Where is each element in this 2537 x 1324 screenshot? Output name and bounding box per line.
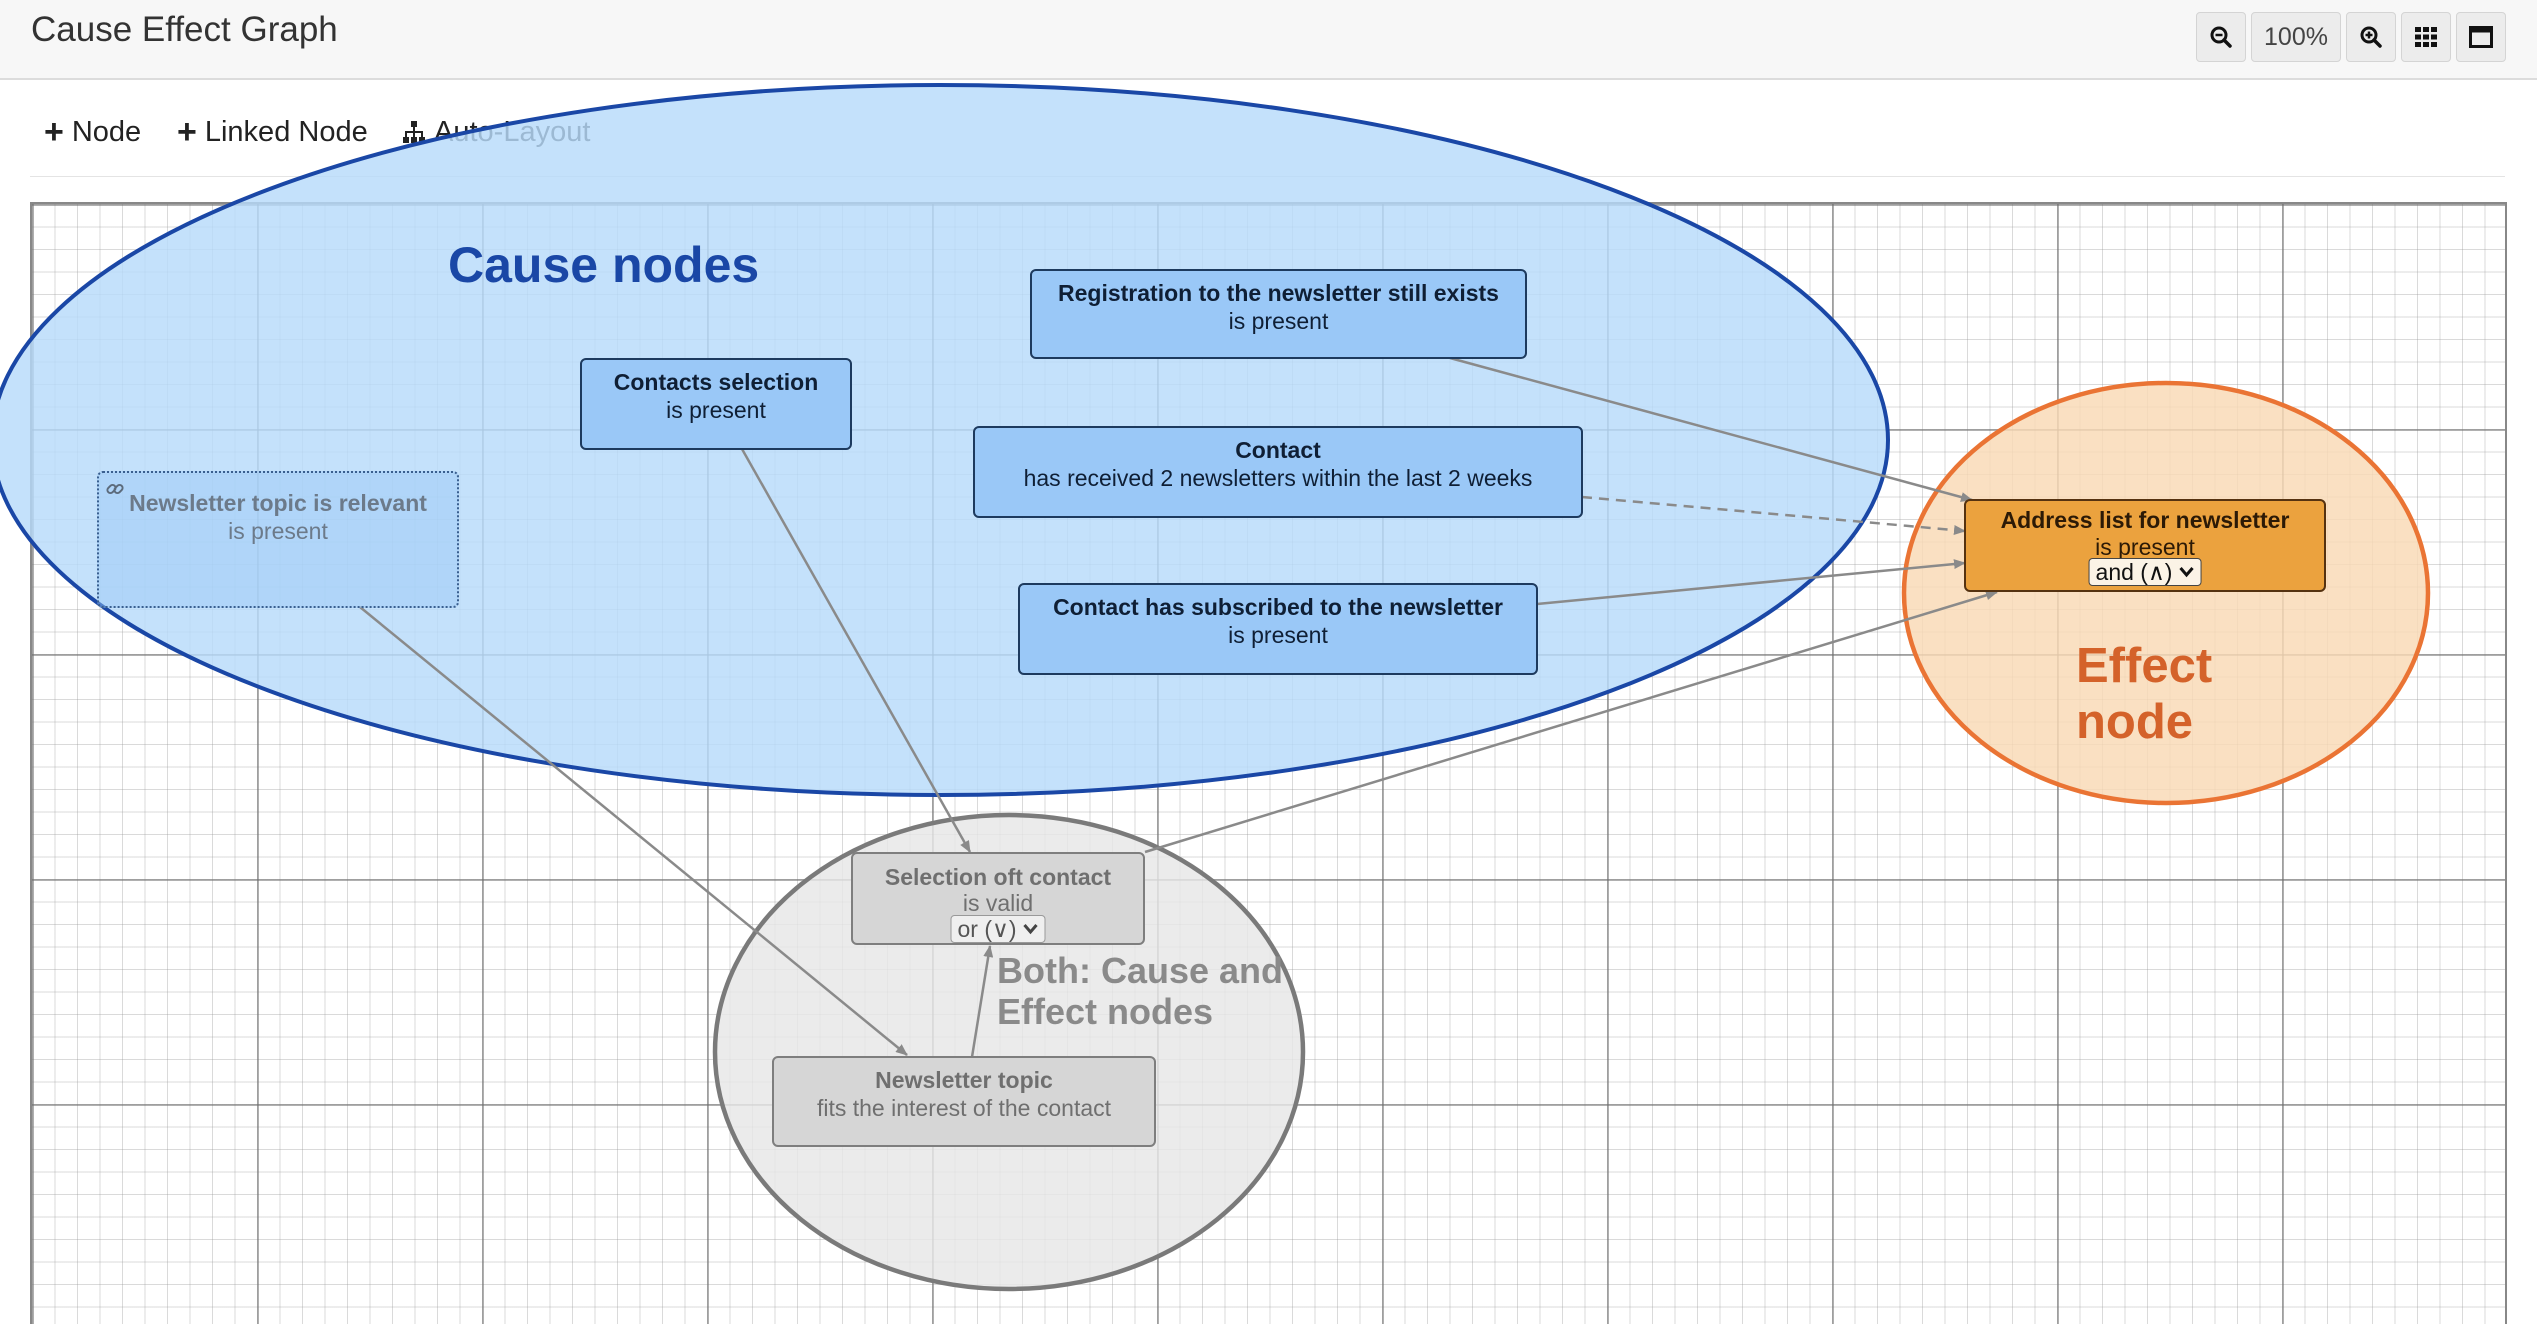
node-title: Contacts selection: [613, 369, 819, 395]
add-linked-node-button[interactable]: + Linked Node: [177, 112, 368, 152]
node-newsletter-topic[interactable]: Newsletter topic fits the interest of th…: [772, 1056, 1156, 1147]
node-title: Contact has subscribed to the newsletter: [1053, 594, 1503, 620]
operator-select[interactable]: and (∧): [2088, 558, 2202, 586]
node-state: is present: [228, 518, 328, 544]
operator-value: or (∨): [957, 916, 1017, 942]
both-region-label: Both: Cause and Effect nodes: [997, 950, 1283, 1032]
edge-registration-to-address[interactable]: [1449, 356, 1973, 502]
edge-topic-to-selection[interactable]: [970, 945, 994, 1058]
link-icon: [106, 483, 124, 495]
edge-contacts-to-selection[interactable]: [740, 448, 972, 853]
node-address-list[interactable]: Address list for newsletter is present a…: [1964, 499, 2326, 592]
grid-icon: [2415, 27, 2437, 47]
node-title: Contact: [1235, 437, 1321, 463]
effect-region-label-line1: Effect: [2076, 639, 2213, 693]
app-title: Cause Effect Graph: [31, 10, 338, 49]
sitemap-icon: [403, 121, 425, 143]
fullscreen-button[interactable]: [2456, 12, 2506, 62]
zoom-out-button[interactable]: [2196, 12, 2246, 62]
node-contacts-selection[interactable]: Contacts selection is present: [580, 358, 852, 450]
chevron-down-icon: [2179, 567, 2194, 578]
node-title: Newsletter topic: [875, 1067, 1053, 1093]
effect-region-label-line2: node: [2076, 695, 2194, 749]
both-region-label-line1: Both: Cause and: [997, 950, 1284, 991]
node-state: fits the interest of the contact: [816, 1095, 1112, 1121]
node-state: is valid: [962, 890, 1034, 916]
grid-toggle-button[interactable]: [2401, 12, 2451, 62]
operator-value: and (∧): [2095, 559, 2173, 585]
edge-received-to-address[interactable]: [1581, 495, 1966, 536]
add-node-label: Node: [71, 115, 142, 148]
zoom-out-icon: [2210, 26, 2232, 48]
node-selection-contact[interactable]: Selection oft contact is valid or (∨): [851, 852, 1145, 945]
node-title: Registration to the newsletter still exi…: [1058, 280, 1499, 306]
plus-icon: +: [177, 113, 197, 151]
zoom-in-button[interactable]: [2346, 12, 2396, 62]
window-maximize-icon: [2469, 26, 2493, 48]
zoom-in-icon: [2360, 26, 2382, 48]
zoom-level-display[interactable]: 100%: [2251, 12, 2341, 62]
edge-subscribed-to-address[interactable]: [1536, 559, 1966, 606]
node-state: is present: [666, 397, 766, 423]
node-contact-subscribed[interactable]: Contact has subscribed to the newsletter…: [1018, 583, 1538, 675]
node-state: has received 2 newsletters within the la…: [1023, 465, 1533, 491]
effect-region-ellipse: [1901, 380, 2431, 806]
cause-region-label: Cause nodes: [448, 237, 760, 293]
operator-select[interactable]: or (∨): [950, 915, 1046, 943]
node-title: Selection oft contact: [884, 864, 1112, 890]
chevron-down-icon: [1023, 924, 1038, 935]
node-contact-received[interactable]: Contact has received 2 newsletters withi…: [973, 426, 1583, 518]
node-topic-relevant[interactable]: Newsletter topic is relevant is present: [97, 471, 459, 608]
node-state: is present: [1228, 308, 1329, 334]
plus-icon: +: [44, 113, 64, 151]
effect-region-label: Effect node: [2076, 638, 2212, 750]
both-region-label-line2: Effect nodes: [997, 991, 1214, 1032]
cause-region-ellipse: [0, 83, 1890, 797]
node-title: Address list for newsletter: [2000, 507, 2290, 533]
add-linked-node-label: Linked Node: [204, 115, 368, 148]
app-header: Cause Effect Graph 100%: [0, 0, 2537, 80]
node-title: Newsletter topic is relevant: [129, 490, 427, 516]
edge-selection-to-address[interactable]: [1144, 590, 1998, 854]
node-state: is present: [2095, 534, 2195, 560]
node-registration[interactable]: Registration to the newsletter still exi…: [1030, 269, 1527, 359]
edge-topic-relevant-to-topic[interactable]: [359, 606, 908, 1056]
node-state: is present: [1228, 622, 1328, 648]
add-node-button[interactable]: + Node: [44, 112, 141, 152]
